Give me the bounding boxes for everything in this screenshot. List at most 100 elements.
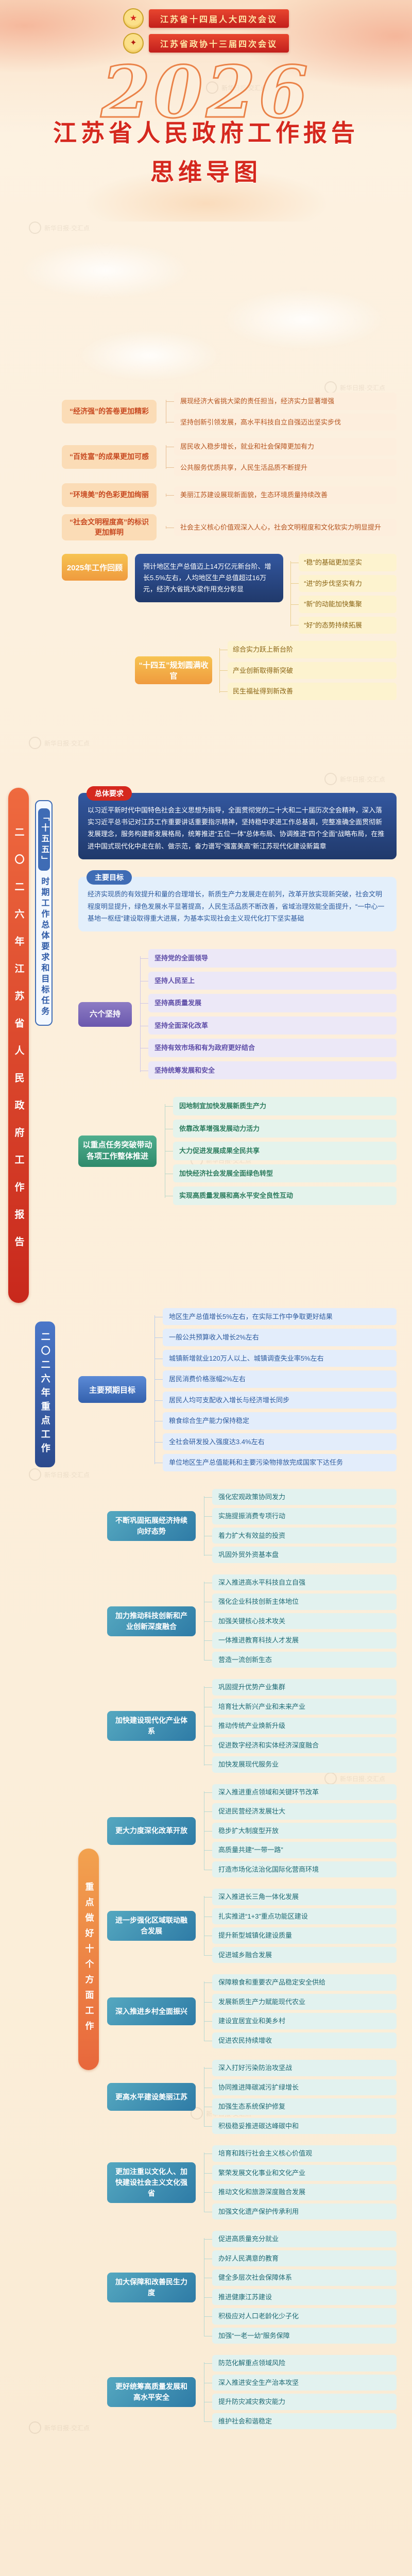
work-item: 推动文化和旅游深度融合发展 [204, 2184, 397, 2200]
work-item: 深入推进安全生产治本攻坚 [204, 2374, 397, 2391]
overall-requirement-text: 以习近平新时代中国特色社会主义思想为指导，全面贯彻党的二十大和二十届历次全会精神… [78, 792, 397, 860]
congress-banner-row: ★ 江苏省十四届人大四次会议 [123, 8, 289, 29]
work-item: 巩固外贸外资基本盘 [204, 1547, 397, 1563]
work-group-header: 更大力度深化改革开放 [107, 1817, 196, 1845]
key-task-item: 实现高质量发展和高水平安全良性互动 [165, 1187, 397, 1205]
review-item-list: 展现经济大省挑大梁的责任担当，经济实力显著增强坚持创新引领发展，高水平科技自立自… [166, 393, 397, 431]
main-goals-block: 主要目标 经济实现质的有效提升和量的合理增长，新质生产力发展走在前列，改革开放实… [78, 870, 397, 932]
spine-text: 二〇二六年江苏省人民政府工作报告 [13, 826, 24, 1264]
work-item: 提升新型城镇化建设质量 [204, 1927, 397, 1944]
persistence-item: 坚持统筹发展和安全 [140, 1061, 397, 1080]
highlight-item: “进”的步伐坚实有力 [290, 574, 397, 592]
work-item: 加强生态系统保护修复 [204, 2098, 397, 2115]
work-group: 加力推动科技创新和产业创新深度融合 深入推进高水平科技自立自强强化企业科技创新主… [107, 1574, 397, 1668]
target-item: 粮食综合生产能力保持稳定 [154, 1412, 397, 1430]
work-item: 深入打好污染防治攻坚战 [204, 2060, 397, 2076]
closing-item: 综合实力跃上新台阶 [219, 641, 397, 658]
expected-targets-items: 地区生产总值增长5%左右，在实际工作中争取更好结果一般公共预算收入增长2%左右城… [154, 1308, 397, 1471]
work-item: 积极应对人口老龄化少子化 [204, 2308, 397, 2325]
work-item: 促进城乡融合发展 [204, 1946, 397, 1963]
watermark-icon [29, 737, 41, 749]
work-item: 培育和践行社会主义核心价值观 [204, 2145, 397, 2162]
work-group-header: 加快建设现代化产业体系 [107, 1711, 196, 1741]
work-groups: 不断巩固拓展经济持续向好态势 强化宏观政策协同发力实施提振消费专项行动着力扩大有… [107, 1488, 397, 2430]
tab-15th-fiveyear-goals: 「十五五」时期工作总体要求和目标任务 [35, 800, 53, 1026]
cloud-decoration [77, 330, 221, 381]
work-item: 防范化解重点领域风险 [204, 2355, 397, 2371]
persistence-item: 坚持有效市场和有为政府更好结合 [140, 1039, 397, 1057]
six-persistence-row: 六个坚持 坚持党的全面领导坚持人民至上坚持高质量发展坚持全面深化改革坚持有效市场… [78, 949, 397, 1080]
review-2025-label: 2025年工作回顾 [62, 554, 128, 581]
persistence-item: 坚持全面深化改革 [140, 1016, 397, 1035]
target-item: 地区生产总值增长5%左右，在实际工作中争取更好结果 [154, 1308, 397, 1326]
fiveyear-closing-row: “十四五”规划圆满收官 综合实力跃上新台阶产业创新取得新突破民生福祉得到新改善 [135, 641, 397, 700]
key-tasks-row: 以重点任务突破带动各项工作整体推进 因地制宜加快发展新质生产力依靠改革增强发展动… [78, 1097, 397, 1205]
work-group: 更好统筹高质量发展和高水平安全 防范化解重点领域风险深入推进安全生产治本攻坚提升… [107, 2355, 397, 2430]
work-item: 健全多层次社会保障体系 [204, 2269, 397, 2286]
section-2026-key-work: 二〇二六年重点工作 主要预期目标 地区生产总值增长5%左右，在实际工作中争取更好… [0, 1308, 412, 2430]
cppcc-emblem-icon: ✦ [123, 33, 144, 54]
overall-requirement-block: 总体要求 以习近平新时代中国特色社会主义思想为指导，全面贯彻党的二十大和二十届历… [78, 786, 397, 860]
work-item: 提升防灾减灾救灾能力 [204, 2394, 397, 2410]
work-group-items: 保障粮食和重要农产品稳定安全供给发展新质生产力赋能现代农业建设宜居宜业和美乡村促… [204, 1974, 397, 2049]
work-group-items: 巩固提升优势产业集群培育壮大新兴产业和未来产业推动传统产业焕新升级促进数字经济和… [204, 1679, 397, 1773]
main-goals-tag: 主要目标 [87, 870, 132, 885]
work-item: 着力扩大有效益的投资 [204, 1527, 397, 1544]
fiveyear-closing-label: “十四五”规划圆满收官 [135, 656, 212, 685]
persistence-item: 坚持人民至上 [140, 971, 397, 990]
target-item: 居民人均可支配收入增长与经济增长同步 [154, 1391, 397, 1409]
work-group: 更大力度深化改革开放 深入推进重点领域和关键环节改革促进民营经济发展壮大稳步扩大… [107, 1784, 397, 1878]
target-item: 居民消费价格涨幅2%左右 [154, 1370, 397, 1388]
work-group-header: 进一步强化区域联动融合发展 [107, 1911, 196, 1941]
work-item: 深入推进高水平科技自立自强 [204, 1574, 397, 1591]
report-body: 二〇二六年江苏省人民政府工作报告 「十五五」时期工作总体要求和目标任务 总体要求… [0, 777, 412, 2430]
work-group-header: 加大保障和改善民生力度 [107, 2272, 196, 2302]
cppcc-banner-row: ✦ 江苏省政协十三届四次会议 [123, 33, 289, 54]
work-item: 深入推进长三角一体化发展 [204, 1889, 397, 1905]
work-item: 推进健康江苏建设 [204, 2289, 397, 2306]
work-item: 强化企业科技创新主体地位 [204, 1594, 397, 1610]
work-group-header: 更加注重以文化人、加快建设社会主义文化强省 [107, 2162, 196, 2203]
review-2025-row: 2025年工作回顾 预计地区生产总值迈上14万亿元新台阶、增长5.5%左右，人均… [62, 554, 397, 634]
persistence-item: 坚持党的全面领导 [140, 949, 397, 968]
review-item: 社会主义核心价值观深入人心，社会文明程度和文化软实力明显提升 [166, 518, 397, 536]
work-item: 维护社会和谐稳定 [204, 2413, 397, 2430]
review-block: “经济强”的答卷更加精彩 展现经济大省挑大梁的责任担当，经济实力显著增强坚持创新… [62, 393, 397, 431]
work-item: 办好人民满意的教育 [204, 2250, 397, 2267]
tab-label: 二〇二六年重点工作 [40, 1331, 50, 1457]
work-item: 一体推进教育科技人才发展 [204, 1632, 397, 1649]
work-item: 打造市场化法治化国际化营商环境 [204, 1861, 397, 1878]
target-item: 单位地区生产总值能耗和主要污染物排放完成国家下达任务 [154, 1454, 397, 1471]
work-item: 加强“一老一幼”服务保障 [204, 2327, 397, 2344]
work-item: 建设宜居宜业和美乡村 [204, 2013, 397, 2029]
work-group-items: 深入推进重点领域和关键环节改革促进民营经济发展壮大稳步扩大制度型开放高质量共建“… [204, 1784, 397, 1878]
work-group-items: 深入推进高水平科技自立自强强化企业科技创新主体地位加强关键核心技术攻关一体推进教… [204, 1574, 397, 1668]
section-14th-fiveyear-2025-review: 「十四五」时期和二〇二五年工作回顾 “经济强”的答卷更加精彩 展现经济大省挑大梁… [0, 393, 412, 700]
work-item: 加强文化遗产保护传承利用 [204, 2203, 397, 2220]
work-group-items: 强化宏观政策协同发力实施提振消费专项行动着力扩大有效益的投资巩固外贸外资基本盘 [204, 1488, 397, 1563]
header: ★ 江苏省十四届人大四次会议 ✦ 江苏省政协十三届四次会议 2026 江苏省人民… [0, 0, 412, 188]
work-item: 促进民营经济发展壮大 [204, 1803, 397, 1820]
work-item: 巩固提升优势产业集群 [204, 1679, 397, 1696]
watermark-icon [29, 222, 41, 234]
tab-label: 时期工作总体要求和目标任务 [40, 876, 49, 1018]
work-group-header: 深入推进乡村全面振兴 [107, 1997, 196, 2026]
work-group-items: 深入打好污染防治攻坚战协同推进降碳减污扩绿增长加强生态系统保护修复积极稳妥推进碳… [204, 2060, 397, 2134]
expected-targets-row: 主要预期目标 地区生产总值增长5%左右，在实际工作中争取更好结果一般公共预算收入… [78, 1308, 397, 1471]
report-title: 江苏省人民政府工作报告 [53, 120, 359, 146]
cloud-decoration [21, 242, 191, 299]
review-item-list: 美丽江苏建设展现新面貌，生态环境质量持续改善 [166, 486, 397, 504]
tab-chip-15th-fiveyear: 「十五五」 [38, 808, 50, 871]
mindmap-subtitle: 思维导图 [150, 159, 262, 185]
review-block: “百姓富”的成果更加可感 居民收入稳步增长，就业和社会保障更加有力公共服务优质共… [62, 438, 397, 476]
review-block-header: “社会文明程度高”的标识更加鲜明 [62, 514, 157, 541]
review-2025-highlights: “稳”的基础更加坚实“进”的步伐坚实有力“新”的动能加快集聚“好”的态势持续拓展 [290, 554, 397, 634]
work-group: 加快建设现代化产业体系 巩固提升优势产业集群培育壮大新兴产业和未来产业推动传统产… [107, 1679, 397, 1773]
year-2026: 2026 [100, 50, 312, 134]
review-item: 展现经济大省挑大梁的责任担当，经济实力显著增强 [166, 393, 397, 410]
work-item: 促进农民持续增收 [204, 2032, 397, 2049]
congress-session-label: 江苏省十四届人大四次会议 [148, 9, 289, 28]
work-item: 高质量共建“一带一路” [204, 1842, 397, 1858]
work-item: 稳步扩大制度型开放 [204, 1822, 397, 1839]
review-block-header: “百姓富”的成果更加可感 [62, 445, 157, 469]
